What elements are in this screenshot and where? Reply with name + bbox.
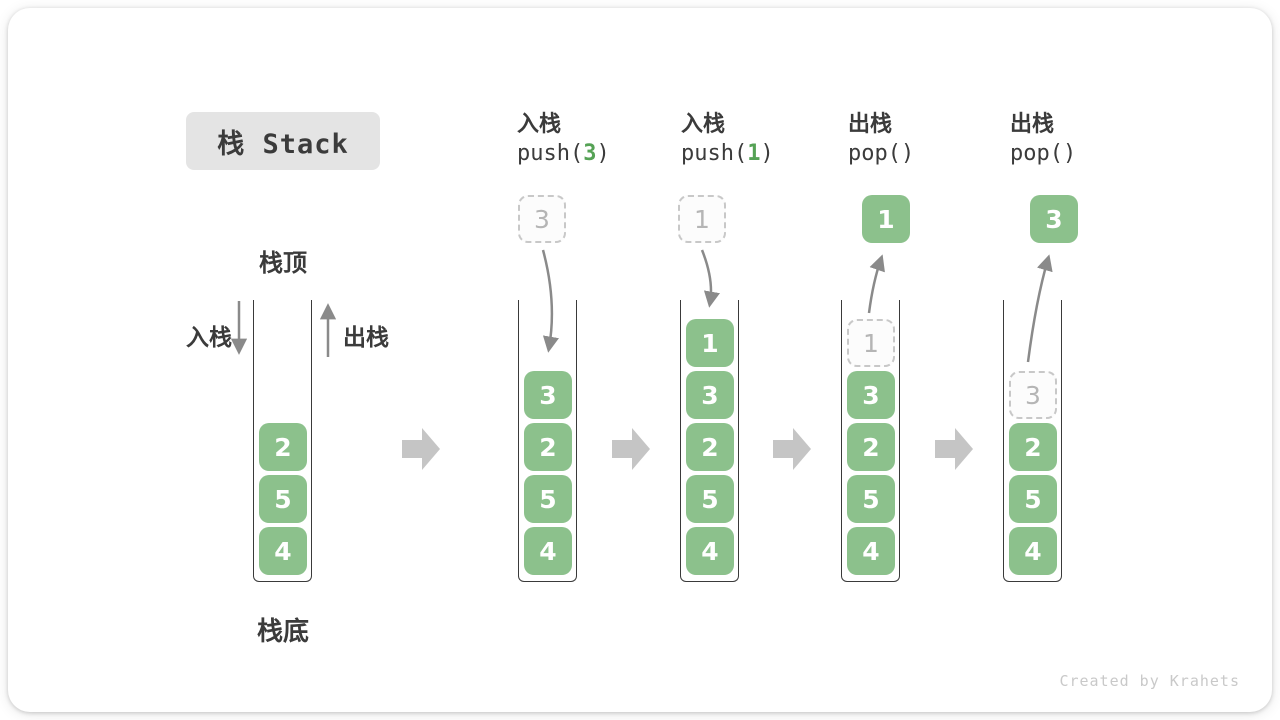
stack-item: 4 [686, 527, 734, 575]
operation-code: push(3) [517, 141, 610, 166]
stack-top-label: 栈顶 [259, 250, 307, 277]
stack-item: 5 [524, 475, 572, 523]
stack-item: 2 [524, 423, 572, 471]
credit-text: Created by Krahets [1059, 672, 1240, 690]
operation-code: pop() [848, 141, 915, 166]
stack-item: 1 [686, 319, 734, 367]
operation-label: 出栈 [848, 111, 893, 136]
stack-container [680, 300, 739, 582]
stack-item: 4 [847, 527, 895, 575]
stack-item: 5 [686, 475, 734, 523]
stack-item: 2 [847, 423, 895, 471]
stack-item: 2 [686, 423, 734, 471]
operation-code: pop() [1010, 141, 1077, 166]
stack-item: 2 [259, 423, 307, 471]
stack-container [253, 300, 312, 582]
stack-container [841, 300, 900, 582]
stack-item: 3 [686, 371, 734, 419]
operation-argument: 3 [583, 141, 597, 166]
stack-container [518, 300, 577, 582]
stack-item: 2 [1009, 423, 1057, 471]
floating-item: 1 [862, 195, 910, 243]
operation-code: push(1) [681, 141, 774, 166]
floating-item: 1 [678, 195, 726, 243]
operation-label: 入栈 [517, 111, 562, 136]
stack-item-popped: 3 [1009, 371, 1057, 419]
stack-item: 5 [847, 475, 895, 523]
stack-item: 4 [524, 527, 572, 575]
stack-item: 3 [524, 371, 572, 419]
stack-item: 5 [1009, 475, 1057, 523]
stack-container [1003, 300, 1062, 582]
stack-item: 3 [847, 371, 895, 419]
operation-label: 入栈 [681, 111, 726, 136]
operation-argument: 1 [747, 141, 761, 166]
floating-item: 3 [1030, 195, 1078, 243]
stack-item: 4 [1009, 527, 1057, 575]
stack-item-popped: 1 [847, 319, 895, 367]
stack-item: 5 [259, 475, 307, 523]
pop-direction-label: 出栈 [343, 324, 389, 350]
floating-item: 3 [518, 195, 566, 243]
stack-bottom-label: 栈底 [256, 616, 309, 646]
stack-item: 4 [259, 527, 307, 575]
push-direction-label: 入栈 [186, 324, 232, 350]
diagram-title: 栈 Stack [186, 112, 380, 170]
operation-label: 出栈 [1010, 111, 1055, 136]
